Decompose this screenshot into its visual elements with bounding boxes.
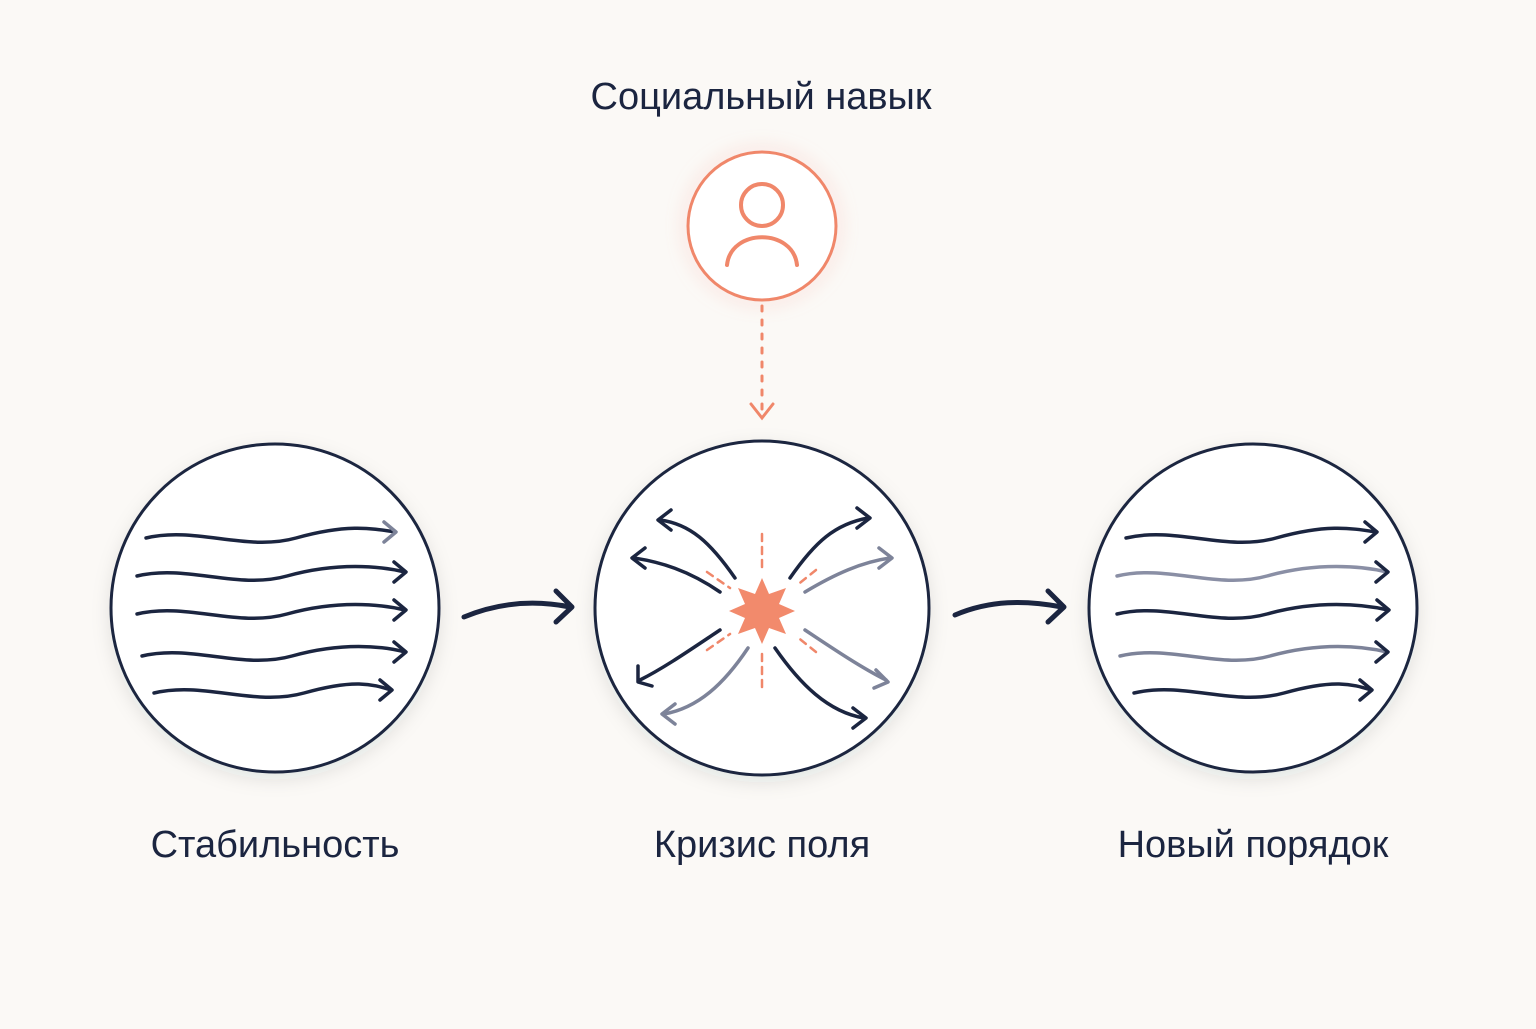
stage-label-crisis: Кризис поля bbox=[653, 824, 871, 866]
stage-order bbox=[1087, 442, 1419, 774]
person-icon bbox=[725, 182, 799, 267]
transition-arrow-1 bbox=[461, 588, 575, 625]
influence-arrow bbox=[749, 304, 775, 421]
burst-scatter-icon bbox=[630, 506, 894, 730]
parallel-flow-icon bbox=[135, 520, 408, 702]
stage-label-stable: Стабильность bbox=[150, 824, 400, 866]
agent-label: Социальный навык bbox=[590, 76, 932, 118]
burst-star bbox=[729, 578, 795, 644]
burst-rays bbox=[705, 532, 818, 692]
stage-stable bbox=[109, 442, 441, 774]
parallel-flow-icon bbox=[1115, 520, 1391, 702]
transition-arrow-2 bbox=[952, 588, 1067, 625]
stage-crisis bbox=[593, 439, 931, 777]
agent-node bbox=[686, 150, 838, 302]
stage-label-order: Новый порядок bbox=[1117, 824, 1389, 866]
